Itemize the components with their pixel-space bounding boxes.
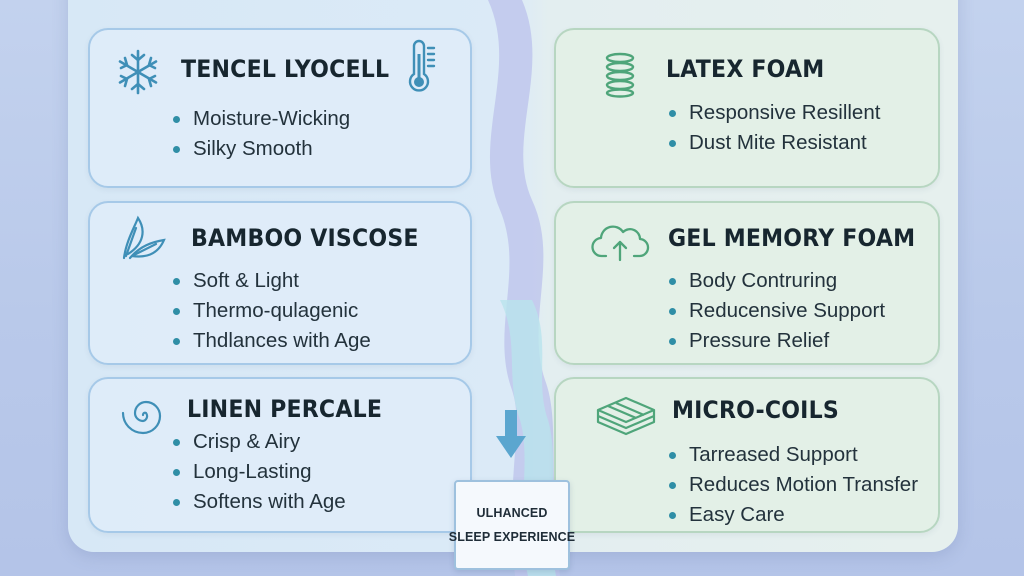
list-item: Easy Care [668,500,918,530]
linen-percale-list: Crisp & Airy Long-Lasting Softens with A… [172,427,346,517]
bamboo-viscose-list: Soft & Light Thermo-qulagenic Thdlances … [172,266,371,356]
center-label-line2: SLEEP EXPERIENCE [448,530,576,544]
list-item: Dust Mite Resistant [668,128,880,158]
list-item: Thdlances with Age [172,326,371,356]
card-bamboo-viscose [88,201,472,365]
sleep-experience-label: ULHANCED SLEEP EXPERIENCE [449,480,575,570]
arrow-down-icon [496,410,526,458]
list-item: Moisture-Wicking [172,104,350,134]
micro-coils-list: Tarreased Support Reduces Motion Transfe… [668,440,918,530]
list-item: Tarreased Support [668,440,918,470]
tencel-lyocell-title: TENCEL LYOCELL [181,55,390,83]
list-item: Reducensive Support [668,296,885,326]
list-item: Crisp & Airy [172,427,346,457]
snowflake-icon [118,49,158,95]
spiral-icon [121,400,162,435]
linen-percale-title: LINEN PERCALE [187,395,383,423]
list-item: Soft & Light [172,266,371,296]
latex-foam-title: LATEX FOAM [666,55,825,83]
list-item: Long-Lasting [172,457,346,487]
list-item: Body Contruring [668,266,885,296]
mattress-layers-icon [596,396,656,436]
list-item: Reduces Motion Transfer [668,470,918,500]
list-item: Responsive Resillent [668,98,880,128]
gel-memory-foam-list: Body Contruring Reducensive Support Pres… [668,266,885,356]
card-tencel-lyocell [88,28,472,188]
list-item: Softens with Age [172,487,346,517]
list-item: Silky Smooth [172,134,350,164]
latex-foam-list: Responsive Resillent Dust Mite Resistant [668,98,880,158]
tencel-lyocell-list: Moisture-Wicking Silky Smooth [172,104,350,164]
card-latex-foam [554,28,940,188]
list-item: Pressure Relief [668,326,885,356]
spring-icon [605,52,635,98]
thermometer-icon [408,39,436,92]
cloud-upload-icon [591,225,650,262]
bamboo-viscose-title: BAMBOO VISCOSE [191,224,419,252]
gel-memory-foam-title: GEL MEMORY FOAM [668,224,916,252]
center-label-line1: ULHANCED [476,506,548,520]
list-item: Thermo-qulagenic [172,296,371,326]
card-linen-percale [88,377,472,533]
micro-coils-title: MICRO-COILS [672,396,839,424]
leaf-icon [122,215,166,260]
